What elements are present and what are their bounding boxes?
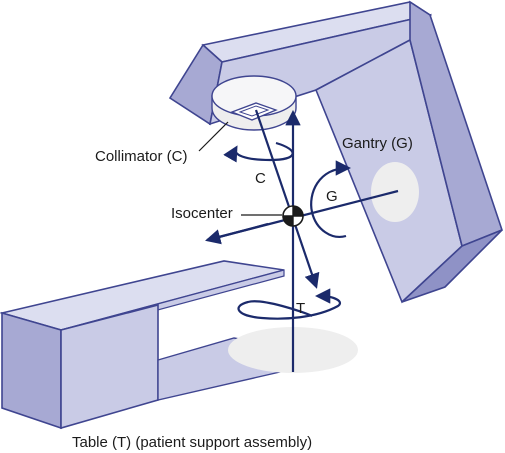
axes — [205, 109, 399, 372]
collimator-aperture-inner — [238, 105, 270, 117]
table-label: Table (T) (patient support assembly) — [72, 434, 312, 451]
axis-g-label: G — [326, 188, 338, 205]
labels: Collimator (C) Gantry (G) Isocenter C G … — [72, 121, 413, 451]
gantry-label: Gantry (G) — [342, 135, 413, 152]
collimator-aperture — [230, 102, 278, 121]
gantry-rotation-arrow — [310, 160, 352, 238]
collimator-leader-line — [198, 121, 229, 152]
table-rotation-arrow — [237, 288, 342, 320]
table-left-face — [1, 311, 62, 430]
axis-t-label: T — [296, 300, 305, 317]
collimator-axis-line — [254, 109, 320, 289]
gantry — [168, 0, 503, 304]
collimator-label: Collimator (C) — [95, 148, 188, 165]
isocenter-label: Isocenter — [171, 205, 233, 222]
collimator-rotation-arrow — [223, 141, 294, 163]
gantry-axis-arrow — [205, 222, 269, 245]
isocenter-marker — [282, 205, 304, 227]
table — [0, 260, 358, 430]
axis-c-label: C — [255, 170, 266, 187]
gantry-arm-bottom — [401, 229, 503, 303]
collimator — [211, 75, 297, 131]
